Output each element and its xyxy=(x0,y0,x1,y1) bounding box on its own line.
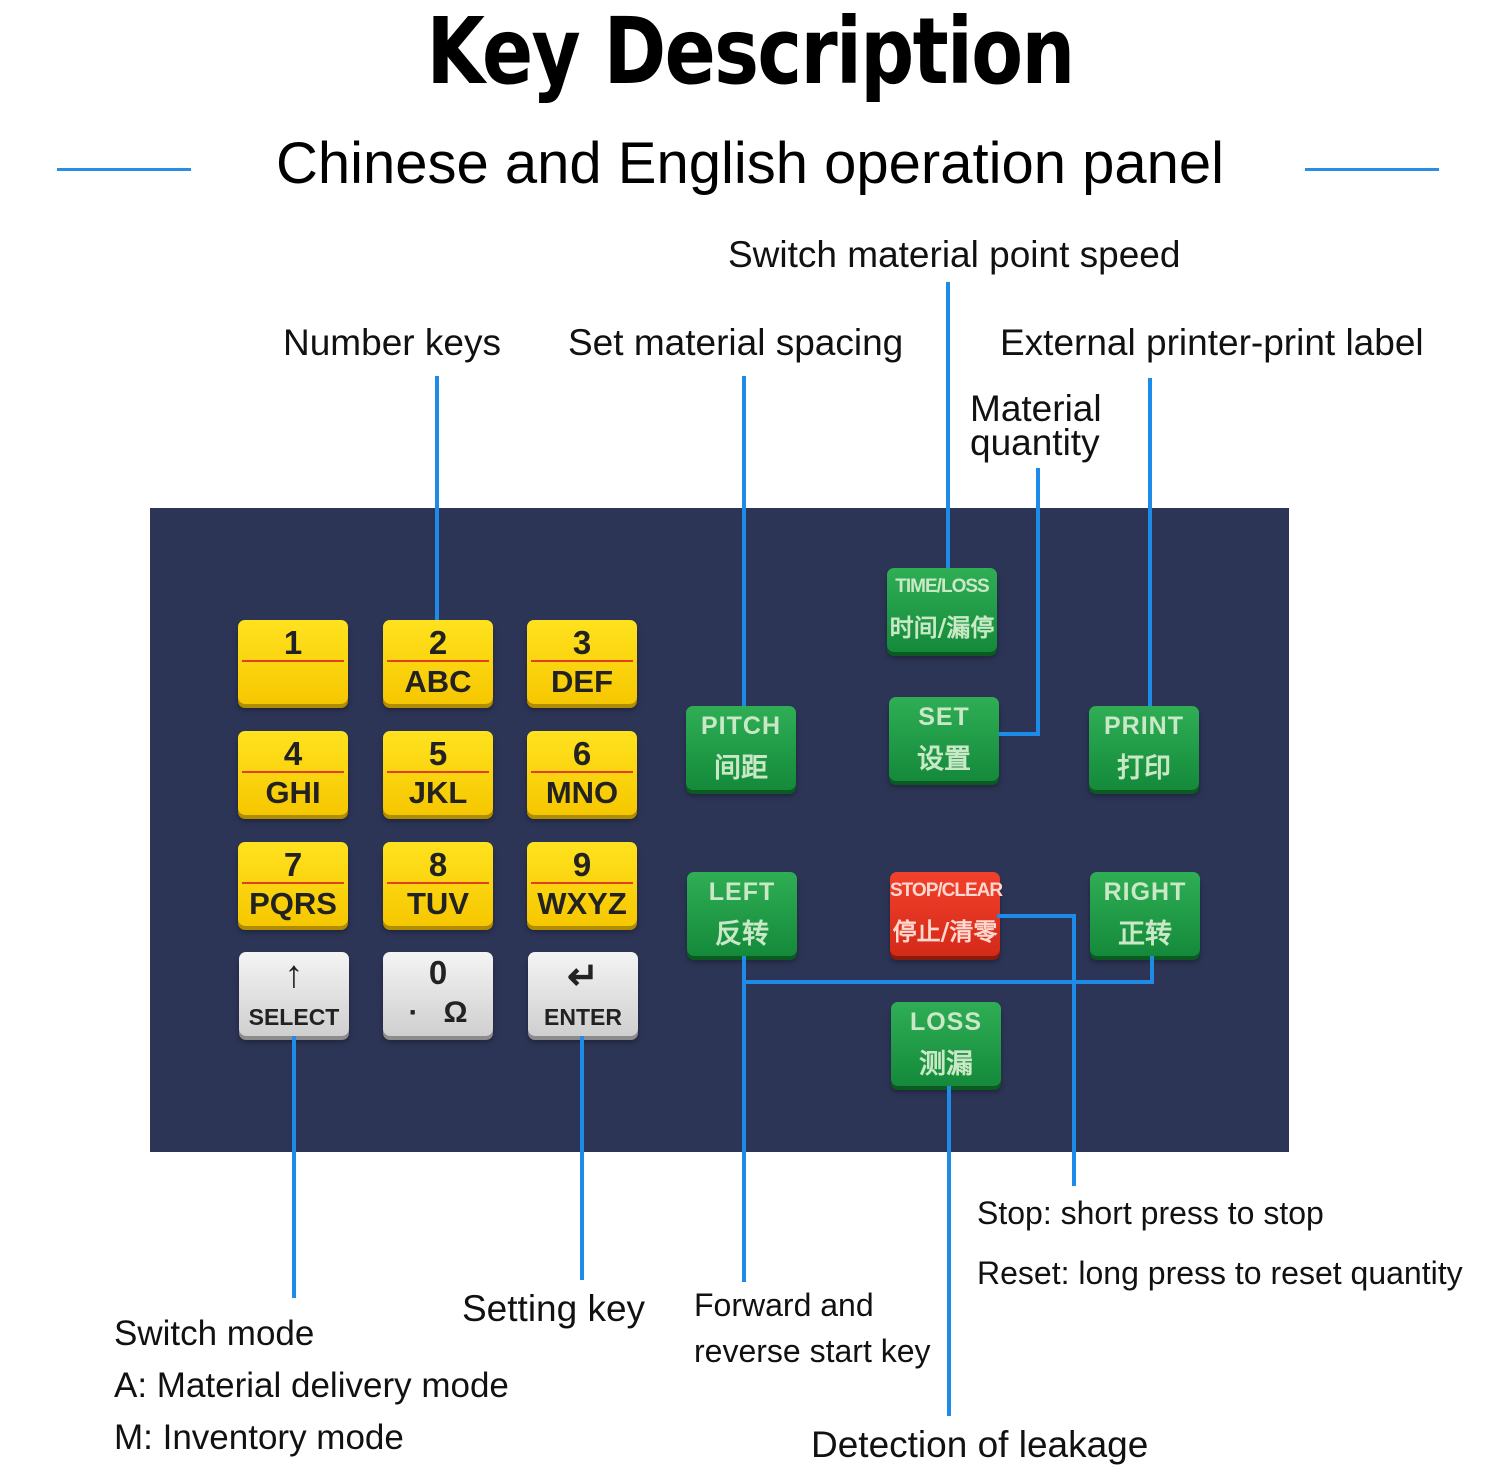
label-forward-2: reverse start key xyxy=(694,1333,931,1369)
key-0[interactable]: 0· Ω xyxy=(383,952,493,1036)
label-set-spacing: Set material spacing xyxy=(568,322,904,363)
operation-panel xyxy=(150,508,1289,1152)
label-switch-speed: Switch material point speed xyxy=(728,234,1181,275)
key-select[interactable]: ↑SELECT xyxy=(239,952,349,1036)
connector-forward-horizontal xyxy=(742,980,1154,984)
label-setting-key: Setting key xyxy=(462,1288,646,1329)
connector-stop-vertical xyxy=(1072,914,1076,1186)
label-material-quantity-2: quantity xyxy=(970,422,1100,463)
label-leakage: Detection of leakage xyxy=(811,1424,1149,1465)
label-material-quantity-1: Material xyxy=(970,388,1102,429)
key-1[interactable]: 1 xyxy=(238,620,348,704)
subtitle: Chinese and English operation panel xyxy=(275,131,1225,196)
connector-set-horizontal xyxy=(999,732,1040,736)
label-mode-a: A: Material delivery mode xyxy=(114,1366,509,1405)
label-mode-m: M: Inventory mode xyxy=(114,1418,404,1457)
label-stop-short: Stop: short press to stop xyxy=(977,1195,1324,1231)
connector-time-loss xyxy=(946,282,950,568)
arrow-up-icon: ↑ xyxy=(284,954,304,996)
page-title: Key Description xyxy=(426,0,1075,105)
subtitle-rule-right xyxy=(1305,168,1439,171)
label-number-keys: Number keys xyxy=(283,322,501,363)
connector-loss xyxy=(947,1086,951,1416)
label-switch-mode: Switch mode xyxy=(114,1314,315,1353)
connector-select xyxy=(292,1036,296,1298)
key-enter[interactable]: ↵ENTER xyxy=(528,952,638,1036)
connector-stop-horizontal xyxy=(997,914,1076,918)
label-external-printer: External printer-print label xyxy=(1000,322,1424,363)
connector-enter xyxy=(580,1036,584,1280)
connector-set-vertical xyxy=(1036,468,1040,736)
connector-print xyxy=(1148,378,1152,706)
connector-right xyxy=(1150,956,1154,984)
connector-left xyxy=(742,956,746,1282)
label-reset-long: Reset: long press to reset quantity xyxy=(977,1255,1463,1291)
connector-number-keys xyxy=(435,376,439,620)
connector-pitch xyxy=(742,376,746,706)
enter-icon: ↵ xyxy=(567,956,599,998)
subtitle-rule-left xyxy=(57,168,191,171)
label-forward-1: Forward and xyxy=(694,1287,874,1323)
